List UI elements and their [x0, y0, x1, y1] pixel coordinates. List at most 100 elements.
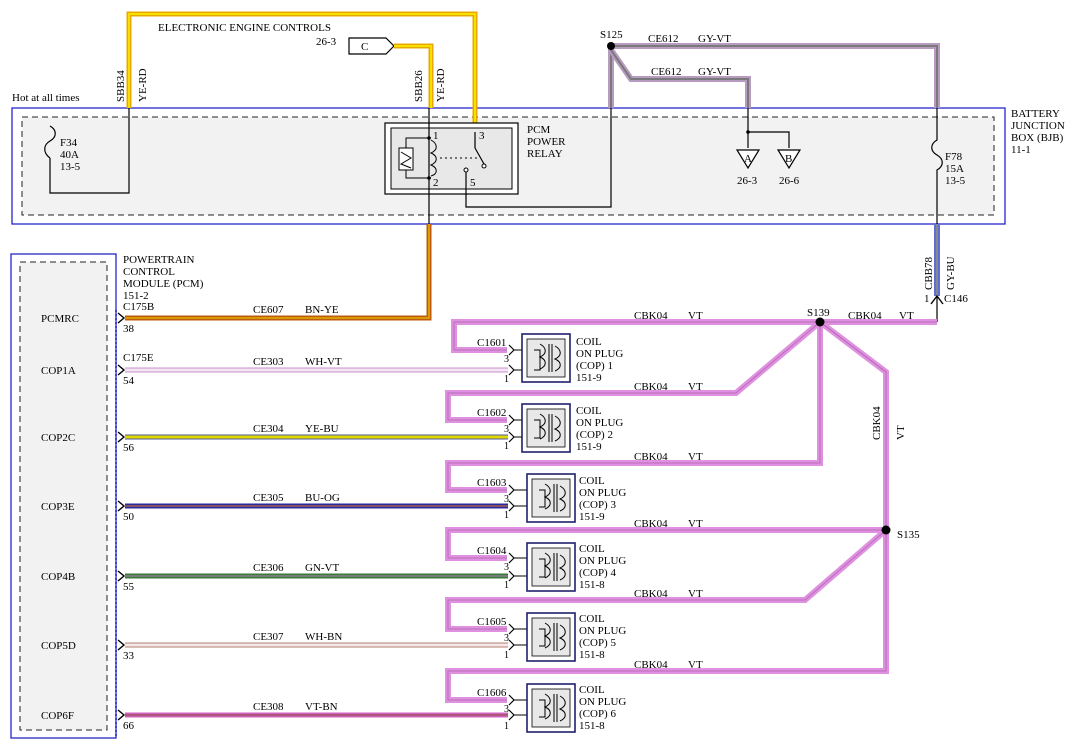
- coil-5-l3: (COP) 5: [579, 637, 616, 649]
- splice-s125-label: S125: [600, 29, 623, 41]
- coil-5-ref: 151-8: [579, 649, 605, 661]
- section-title-ref: 26-3: [316, 36, 337, 48]
- c146-label: C146: [944, 293, 968, 305]
- pcm-pin-num-66: 66: [123, 720, 135, 732]
- coil-cop3: C1603 3 1 COIL ON PLUG (COP) 3 151-9: [477, 473, 626, 523]
- coil-2-l1: COIL: [576, 405, 602, 417]
- splice-s135-label: S135: [897, 529, 920, 541]
- pcm-pin-name-cop4b: COP4B: [41, 571, 75, 583]
- wire-ce612: [608, 43, 940, 108]
- pcm-label-1: POWERTRAIN: [123, 254, 195, 266]
- coil-6-pin-3: 3: [504, 704, 509, 715]
- connector-c146: 1 C146: [924, 293, 968, 322]
- fuse-f34-id: F34: [60, 137, 78, 149]
- bjb-label-3: BOX (BJB): [1011, 132, 1064, 144]
- connector-c-letter: C: [361, 41, 368, 53]
- coil-6-connector: C1606: [477, 687, 507, 699]
- pcm-pin-name-cop5d: COP5D: [41, 640, 76, 652]
- ce307-circuit: CE307: [253, 631, 284, 643]
- coil-6-l3: (COP) 6: [579, 708, 616, 720]
- c146-pin: 1: [924, 293, 930, 305]
- relay-pin-3: 3: [479, 130, 485, 142]
- fuse-f78-amps: 15A: [945, 163, 964, 175]
- bjb-ref: 11-1: [1011, 144, 1031, 156]
- coil-1-pin-3: 3: [504, 354, 509, 365]
- pcm-label-3: MODULE (PCM): [123, 278, 204, 290]
- coil-3-l2: ON PLUG: [579, 487, 626, 499]
- coil-cop1: C1601 3 1 COIL ON PLUG (COP) 1 151-9: [477, 333, 623, 385]
- coil-4-l2: ON PLUG: [579, 555, 626, 567]
- pcm-pin-name-cop6f: COP6F: [41, 710, 74, 722]
- pcm-pin-chevrons: [117, 312, 126, 721]
- coil-cop4: C1604 3 1 COIL ON PLUG (COP) 4 151-8: [477, 542, 626, 592]
- cbk04-label-2-circuit: CBK04: [634, 381, 668, 393]
- relay-label-1: PCM: [527, 124, 550, 136]
- cbk04-label-1-circuit: CBK04: [634, 310, 668, 322]
- ground-refs: A B 26-3 26-6: [735, 108, 802, 187]
- coil-2-l2: ON PLUG: [576, 417, 623, 429]
- coil-5-pin-3: 3: [504, 633, 509, 644]
- ground-b-ref: 26-6: [779, 175, 800, 187]
- pcm-power-relay: 1 3 2 5 PCM POWER RELAY: [384, 108, 612, 208]
- coil-3-l3: (COP) 3: [579, 499, 616, 511]
- pcm-pin-num-50: 50: [123, 511, 135, 523]
- coil-5-pin-1: 1: [504, 650, 509, 661]
- coil-6-l1: COIL: [579, 684, 605, 696]
- coil-6-l2: ON PLUG: [579, 696, 626, 708]
- wire-ce607: [125, 224, 432, 321]
- pcm-ref: 151-2: [123, 290, 149, 302]
- coil-1-pin-1: 1: [504, 374, 509, 385]
- coil-cop5: C1605 3 1 COIL ON PLUG (COP) 5 151-8: [477, 612, 626, 662]
- ce306-circuit: CE306: [253, 562, 284, 574]
- coil-cop2: C1602 3 1 COIL ON PLUG (COP) 2 151-9: [477, 403, 623, 453]
- ce307-color: WH-BN: [305, 631, 342, 643]
- ground-b-letter: B: [785, 153, 792, 165]
- cbb78-color: GY-BU: [945, 256, 957, 290]
- coil-1-l2: ON PLUG: [576, 348, 623, 360]
- ce308-color: VT-BN: [305, 701, 338, 713]
- cbk04-label-3-color: VT: [688, 451, 703, 463]
- cbk04-label-5-circuit: CBK04: [634, 588, 668, 600]
- sbb26-color: YE-RD: [435, 68, 447, 102]
- splice-s135: [881, 525, 891, 535]
- connector-c175e: C175E: [123, 352, 154, 364]
- ce303-circuit: CE303: [253, 356, 284, 368]
- cbk04-label-3-circuit: CBK04: [634, 451, 668, 463]
- bjb-label-1: BATTERY: [1011, 108, 1060, 120]
- wire-cbk04-network: [445, 319, 937, 703]
- cbk04-label-2-color: VT: [688, 381, 703, 393]
- coil-3-ref: 151-9: [579, 511, 605, 523]
- pcm-pin-num-54: 54: [123, 375, 135, 387]
- coil-2-pin-1: 1: [504, 441, 509, 452]
- ce612-top-color: GY-VT: [698, 33, 731, 45]
- connector-c: C: [348, 37, 395, 55]
- bjb-label-2: JUNCTION: [1011, 120, 1065, 132]
- coil-5-connector: C1605: [477, 616, 507, 628]
- ce612-mid-color: GY-VT: [698, 66, 731, 78]
- pcm-pin-num-56: 56: [123, 442, 135, 454]
- coil-3-pin-3: 3: [504, 494, 509, 505]
- pcm-pin-name-cop2c: COP2C: [41, 432, 75, 444]
- ce305-circuit: CE305: [253, 492, 284, 504]
- pcm-pin-num-38: 38: [123, 323, 135, 335]
- connector-c175b: C175B: [123, 301, 154, 313]
- coil-4-l1: COIL: [579, 543, 605, 555]
- splice-s139-label: S139: [807, 307, 830, 319]
- fuse-f34-amps: 40A: [60, 149, 79, 161]
- coil-1-l3: (COP) 1: [576, 360, 613, 372]
- ce304-circuit: CE304: [253, 423, 284, 435]
- cbk04-label-5-color: VT: [688, 588, 703, 600]
- coil-4-pin-1: 1: [504, 580, 509, 591]
- relay-pin-2: 2: [433, 177, 439, 189]
- coil-2-pin-3: 3: [504, 424, 509, 435]
- pcm-pin-name-pcmrc: PCMRC: [41, 313, 79, 325]
- coil-4-ref: 151-8: [579, 579, 605, 591]
- relay-label-2: POWER: [527, 136, 566, 148]
- sbb34-circuit: SBB34: [115, 70, 127, 102]
- hot-at-all-times-label: Hot at all times: [12, 92, 80, 104]
- coil-2-connector: C1602: [477, 407, 506, 419]
- cbk04-label-top-circuit: CBK04: [848, 310, 882, 322]
- sbb34-color: YE-RD: [137, 68, 149, 102]
- ce304-color: YE-BU: [305, 423, 339, 435]
- cbk04-label-top-color: VT: [899, 310, 914, 322]
